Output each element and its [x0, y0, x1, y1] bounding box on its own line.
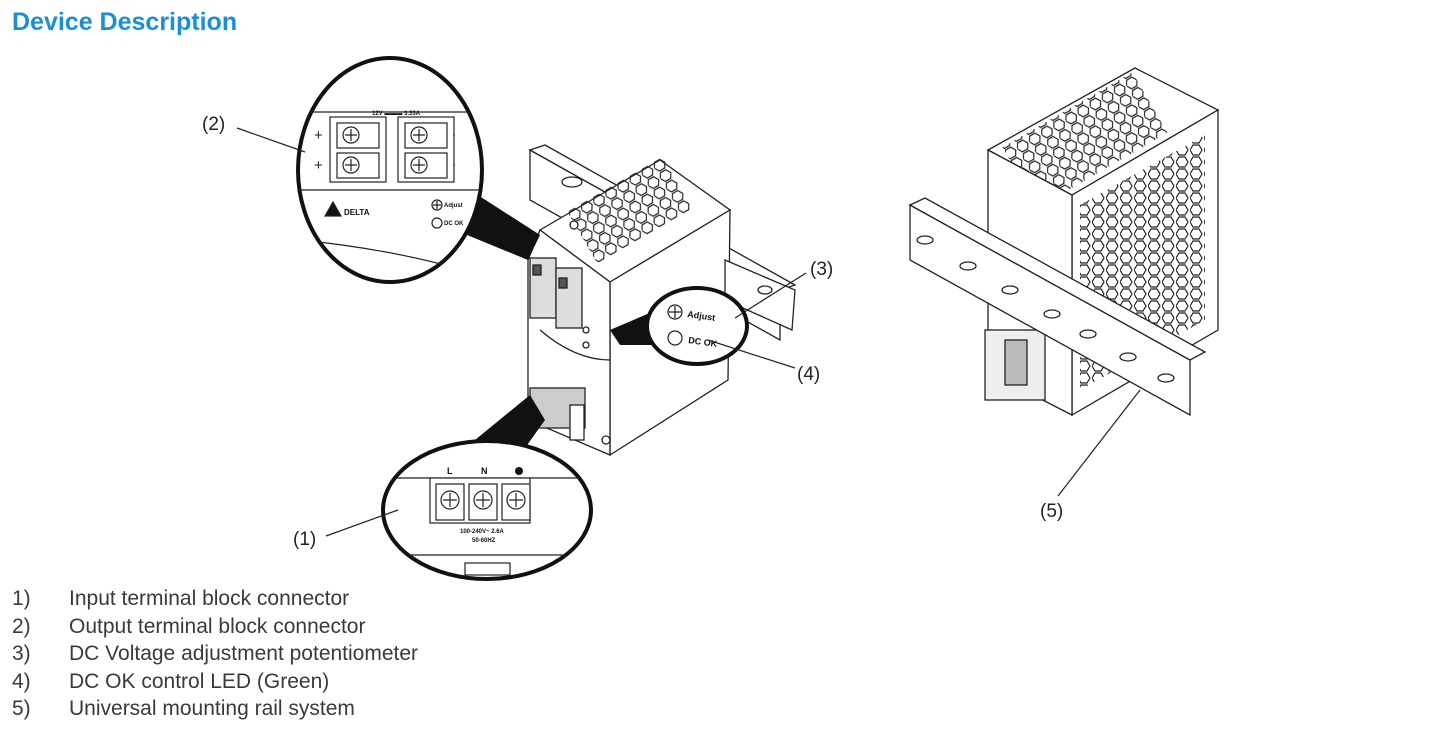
component-legend: 1) Input terminal block connector 2) Outpu… — [12, 586, 418, 724]
legend-number: 1) — [12, 587, 31, 610]
legend-item: 3) DC Voltage adjustment potentiometer — [12, 641, 418, 669]
power-supply-front-view — [527, 144, 797, 457]
legend-number: 5) — [12, 697, 31, 721]
callout-5: (5) — [1040, 501, 1063, 522]
legend-number: 3) — [12, 642, 31, 666]
callout-3: (3) — [810, 259, 833, 280]
legend-number: 2) — [12, 614, 31, 638]
page-title: Device Description — [12, 8, 238, 36]
legend-text: Output terminal block connector — [69, 614, 366, 638]
adjust-dcok-zoom: Adjust DC OK — [645, 286, 749, 366]
legend-text: Input terminal block connector — [69, 587, 350, 610]
legend-number: 4) — [12, 669, 31, 693]
input-N-label: N — [481, 466, 488, 476]
adjust-small-label: Adjust — [444, 203, 463, 209]
leader-lines — [236, 127, 1141, 537]
callout-1: (1) — [293, 529, 316, 550]
device-illustration: 12V ▬▬▬ 3.33A + + - - DELTA Adjust DC OK… — [202, 56, 1220, 581]
adjust-label: Adjust — [687, 309, 716, 323]
legend-item: 1) Input terminal block connector — [12, 586, 418, 614]
legend-text: DC OK control LED (Green) — [69, 669, 330, 693]
power-supply-rear-view — [908, 67, 1220, 417]
output-terminal-zoom: 12V ▬▬▬ 3.33A + + - - DELTA Adjust DC OK — [296, 56, 484, 284]
callout-2: (2) — [202, 114, 225, 135]
legend-text: DC Voltage adjustment potentiometer — [69, 642, 419, 666]
input-rating-label: 100-240V~ 2.6A — [460, 529, 505, 535]
callout-4: (4) — [797, 364, 820, 385]
legend-item: 5) Universal mounting rail system — [12, 696, 418, 724]
input-L-label: L — [447, 466, 453, 476]
legend-text: Universal mounting rail system — [69, 697, 355, 721]
output-rating-label: 12V ▬▬▬ 3.33A — [372, 111, 421, 117]
plus-bottom-label: + — [314, 157, 323, 174]
dcok-label: DC OK — [688, 335, 719, 349]
input-frequency-label: 50-60HZ — [472, 538, 496, 544]
minus-top-label: - — [453, 133, 455, 139]
plus-top-label: + — [314, 127, 323, 144]
input-terminal-zoom: L N 100-240V~ 2.6A 50-60HZ — [381, 439, 593, 581]
legend-item: 2) Output terminal block connector — [12, 614, 418, 642]
minus-bottom-label: - — [453, 163, 455, 169]
brand-logo-text: DELTA — [344, 208, 370, 217]
legend-item: 4) DC OK control LED (Green) — [12, 669, 418, 697]
dcok-small-label: DC OK — [444, 221, 464, 227]
